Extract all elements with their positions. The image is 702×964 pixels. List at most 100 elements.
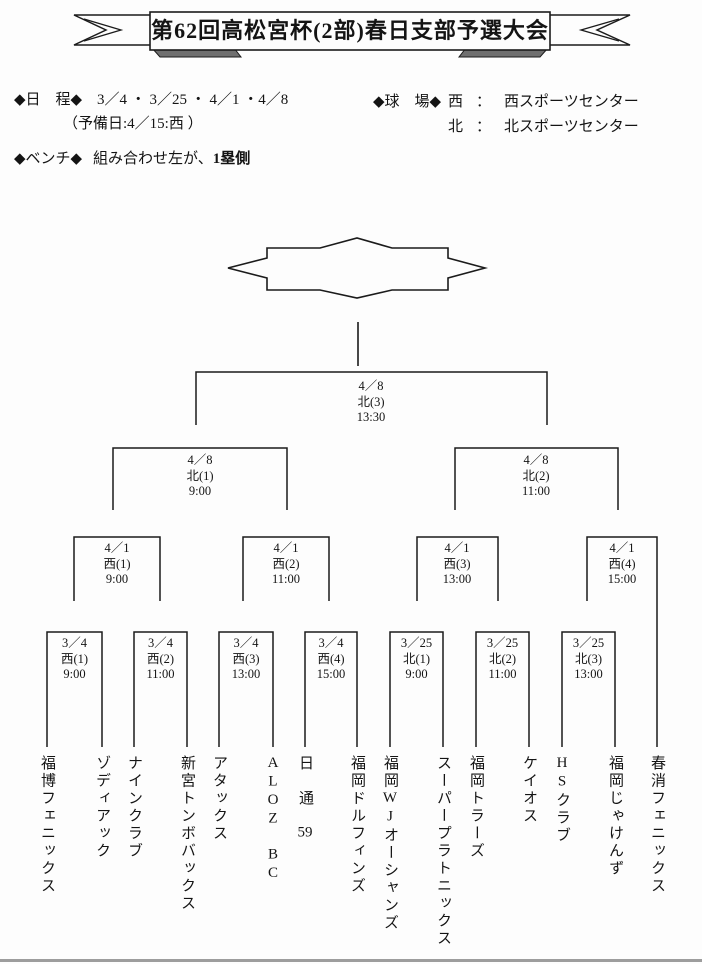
- team-name-4: 新宮トンボバックス: [179, 755, 195, 913]
- match-venue: 西(1): [103, 556, 131, 571]
- team-name-8: 福岡ドルフィンズ: [349, 755, 365, 895]
- match-time: 13:30: [356, 410, 386, 424]
- venue-label: ◆球 場◆: [373, 94, 442, 110]
- match-time: 13:00: [231, 667, 261, 681]
- semifinal-2-connector: [454, 447, 619, 510]
- quarterfinal-3-connector: [416, 536, 499, 601]
- match-venue: 北(3): [357, 394, 385, 409]
- team-name-2: ゾディアック: [94, 755, 110, 860]
- match-venue: 北(1): [186, 468, 214, 483]
- schedule-reserve-date: （予備日:4／15:西 ）: [63, 116, 203, 132]
- match-time: 13:00: [442, 572, 472, 586]
- venue-line-west: 西 ： 西スポーツセンター: [448, 90, 639, 111]
- match-date: 3／4: [318, 636, 344, 650]
- quarterfinal-2-connector: [242, 536, 330, 601]
- champion-star-icon: [227, 237, 489, 299]
- match-venue: 西(1): [60, 651, 89, 666]
- match-venue: 北(2): [488, 651, 517, 666]
- team-name-7: 日 通 59: [297, 755, 313, 840]
- match-time: 9:00: [188, 484, 212, 498]
- match-venue: 北(3): [574, 651, 603, 666]
- first-round-6-connector: [475, 631, 530, 747]
- match-time: 15:00: [316, 667, 346, 681]
- title-box: [149, 11, 551, 51]
- match-time: 15:00: [607, 572, 637, 586]
- first-round-5-connector: [389, 631, 444, 747]
- match-date: 3／4: [147, 636, 173, 650]
- venue-west-name: 西スポーツセンター: [504, 94, 639, 110]
- match-venue: 西(2): [272, 556, 300, 571]
- match-date: 4／1: [609, 541, 635, 555]
- venue-line-north: 北 ： 北スポーツセンター: [448, 115, 639, 136]
- match-date: 4／8: [523, 453, 549, 467]
- venue-north-key: 北: [448, 119, 464, 135]
- venue-west-key: 西: [448, 94, 464, 110]
- match-time: 9:00: [105, 572, 129, 586]
- match-date: 3／25: [400, 636, 433, 650]
- team-name-1: 福博フェニックス: [39, 755, 55, 895]
- bench-note-text: 組み合わせ左が、: [93, 151, 213, 167]
- bench-label: ◆ベンチ◆: [14, 151, 83, 167]
- first-round-3-connector: [218, 631, 274, 747]
- match-date: 4／8: [187, 453, 213, 467]
- match-date: 4／1: [273, 541, 299, 555]
- ribbon-left-chevron: [83, 18, 124, 42]
- schedule-dates: 3／4 ・ 3／25 ・ 4／1 ・4／8: [97, 92, 289, 108]
- first-round-1-connector: [46, 631, 103, 747]
- match-date: 4／8: [358, 379, 384, 393]
- match-time: 13:00: [574, 667, 603, 681]
- match-date: 4／1: [444, 541, 470, 555]
- match-date: 4／1: [104, 541, 130, 555]
- team-name-12: ケイオス: [521, 755, 537, 825]
- venue-north-name: 北スポーツセンター: [504, 119, 639, 135]
- bench-note-bold: 1塁側: [212, 151, 251, 167]
- venue-separator: ：: [476, 94, 492, 110]
- match-time: 11:00: [488, 667, 517, 681]
- team-name-15: 春消フェニックス: [649, 755, 665, 895]
- scan-edge: [0, 959, 702, 962]
- team-name-3: ナインクラブ: [126, 755, 142, 860]
- match-venue: 西(2): [146, 651, 175, 666]
- team-name-10: スーパープラトニックス: [435, 755, 451, 948]
- match-date: 3／4: [233, 636, 259, 650]
- first-round-7-connector: [561, 631, 616, 747]
- quarterfinal-1-connector: [73, 536, 161, 601]
- team-name-13: HSクラブ: [554, 755, 570, 845]
- first-round-4-connector: [304, 631, 358, 747]
- schedule-label: ◆日 程◆: [14, 92, 83, 108]
- match-date: 3／25: [572, 636, 605, 650]
- team-name-14: 福岡じゃけんず: [607, 755, 623, 878]
- team-name-6: ALOZ BC: [265, 755, 281, 884]
- match-time: 11:00: [271, 572, 300, 586]
- match-venue: 西(3): [443, 556, 471, 571]
- team-name-5: アタックス: [211, 755, 227, 843]
- match-time: 9:00: [63, 667, 86, 681]
- team-name-9: 福岡WJオーシャンズ: [382, 755, 398, 932]
- first-round-2-connector: [133, 631, 188, 747]
- match-venue: 北(1): [402, 651, 431, 666]
- venue-separator: ：: [476, 119, 492, 135]
- match-date: 3／25: [486, 636, 519, 650]
- match-venue: 西(4): [608, 556, 636, 571]
- match-time: 11:00: [146, 667, 175, 681]
- match-venue: 西(3): [232, 651, 260, 666]
- title-ribbon: [73, 11, 631, 58]
- quarterfinal-4-connector: [586, 536, 658, 747]
- ribbon-right-chevron: [578, 18, 620, 42]
